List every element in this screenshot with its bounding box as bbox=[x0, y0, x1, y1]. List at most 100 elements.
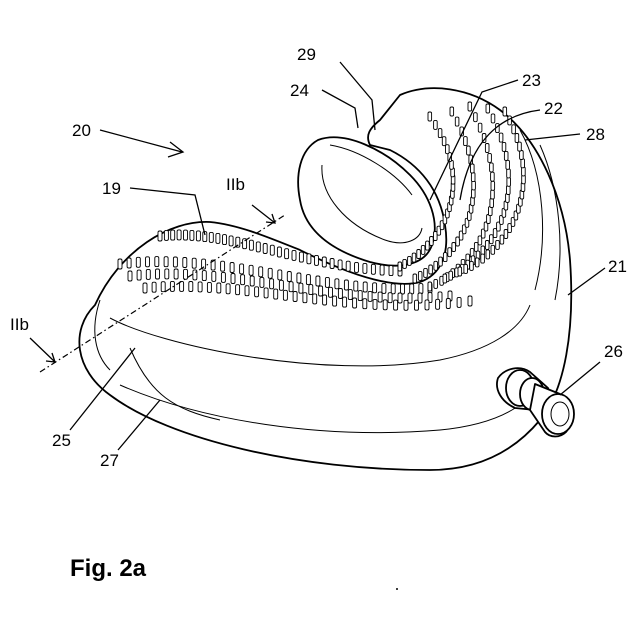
bristle bbox=[475, 258, 479, 267]
bristle bbox=[430, 237, 434, 246]
bristle bbox=[229, 236, 233, 246]
label-iib-left: IIb bbox=[10, 315, 29, 334]
bristle bbox=[408, 256, 412, 265]
label-21: 21 bbox=[608, 257, 627, 276]
bristle bbox=[240, 264, 244, 274]
bristle bbox=[380, 265, 384, 275]
bristle bbox=[236, 285, 240, 295]
label-28: 28 bbox=[586, 125, 605, 144]
bristle bbox=[504, 151, 508, 160]
bristle bbox=[355, 262, 359, 272]
bristle bbox=[373, 299, 377, 309]
bristle bbox=[448, 248, 452, 257]
bristle bbox=[412, 253, 416, 262]
bristle bbox=[283, 290, 287, 300]
bristle bbox=[306, 275, 310, 285]
leader-24 bbox=[322, 90, 358, 128]
bristle bbox=[373, 283, 377, 293]
bristle bbox=[344, 280, 348, 290]
bristle bbox=[464, 264, 468, 273]
bristle bbox=[152, 282, 156, 292]
bristle bbox=[164, 230, 168, 240]
bristle bbox=[146, 257, 150, 267]
label-26: 26 bbox=[604, 342, 623, 361]
bristle bbox=[363, 299, 367, 309]
bristle bbox=[464, 137, 468, 146]
bristle bbox=[293, 292, 297, 302]
bristle bbox=[292, 250, 296, 260]
bristle bbox=[490, 235, 494, 244]
bristle bbox=[488, 153, 492, 162]
bristle bbox=[418, 271, 422, 280]
bristle bbox=[389, 266, 393, 276]
bristle bbox=[499, 133, 503, 142]
bristle bbox=[378, 292, 382, 302]
bristle bbox=[249, 265, 253, 275]
bristle bbox=[500, 235, 504, 244]
section-arrow-top bbox=[252, 205, 275, 223]
bristle bbox=[146, 269, 150, 279]
leader-21 bbox=[568, 268, 605, 295]
bristle bbox=[343, 297, 347, 307]
bristle bbox=[363, 263, 367, 273]
bristle bbox=[209, 232, 213, 242]
bristle bbox=[503, 107, 507, 116]
bristle bbox=[491, 245, 495, 254]
bristle bbox=[255, 287, 259, 297]
bristle bbox=[419, 284, 423, 294]
bristle bbox=[434, 279, 438, 288]
bristle bbox=[307, 254, 311, 264]
bristle bbox=[189, 282, 193, 292]
bristle bbox=[212, 271, 216, 281]
bristle bbox=[303, 293, 307, 303]
bristle bbox=[230, 263, 234, 273]
bristle bbox=[216, 233, 220, 243]
bristle bbox=[354, 281, 358, 291]
bristle bbox=[330, 259, 334, 269]
bristle bbox=[452, 243, 456, 252]
label-20: 20 bbox=[72, 121, 91, 140]
bristle bbox=[478, 123, 482, 132]
bristle bbox=[496, 240, 500, 249]
bristle bbox=[382, 283, 386, 293]
bristle bbox=[136, 257, 140, 267]
bristle bbox=[363, 282, 367, 292]
bristle bbox=[421, 245, 425, 254]
bristle bbox=[263, 244, 267, 254]
bristle bbox=[472, 189, 476, 198]
bristle bbox=[177, 230, 181, 240]
bristle bbox=[449, 271, 453, 280]
bristle bbox=[285, 249, 289, 259]
bristle bbox=[315, 255, 319, 265]
bristle bbox=[221, 272, 225, 282]
bristle bbox=[518, 142, 522, 151]
bristle bbox=[491, 190, 495, 199]
bristle bbox=[338, 289, 342, 299]
bristle bbox=[446, 145, 450, 154]
bristle bbox=[491, 114, 495, 123]
bristle bbox=[346, 261, 350, 271]
bristle bbox=[485, 144, 489, 153]
bristle bbox=[174, 269, 178, 279]
section-arrow-left bbox=[30, 338, 55, 362]
bristle bbox=[156, 269, 160, 279]
bristle bbox=[278, 270, 282, 280]
leader-29 bbox=[340, 62, 375, 130]
bristle bbox=[438, 129, 442, 138]
bristle bbox=[442, 137, 446, 146]
bristle bbox=[401, 284, 405, 294]
bristle bbox=[171, 230, 175, 240]
bristle bbox=[471, 173, 475, 182]
bristle bbox=[507, 186, 511, 195]
bristle bbox=[231, 274, 235, 284]
bristle bbox=[436, 299, 440, 309]
bristle bbox=[268, 268, 272, 278]
bristle bbox=[507, 177, 511, 186]
bristle bbox=[289, 282, 293, 292]
label-27: 27 bbox=[100, 451, 119, 470]
bristle bbox=[256, 242, 260, 252]
bristle bbox=[319, 286, 323, 296]
bristle bbox=[443, 274, 447, 283]
bristle bbox=[404, 300, 408, 310]
bristle bbox=[398, 262, 402, 271]
